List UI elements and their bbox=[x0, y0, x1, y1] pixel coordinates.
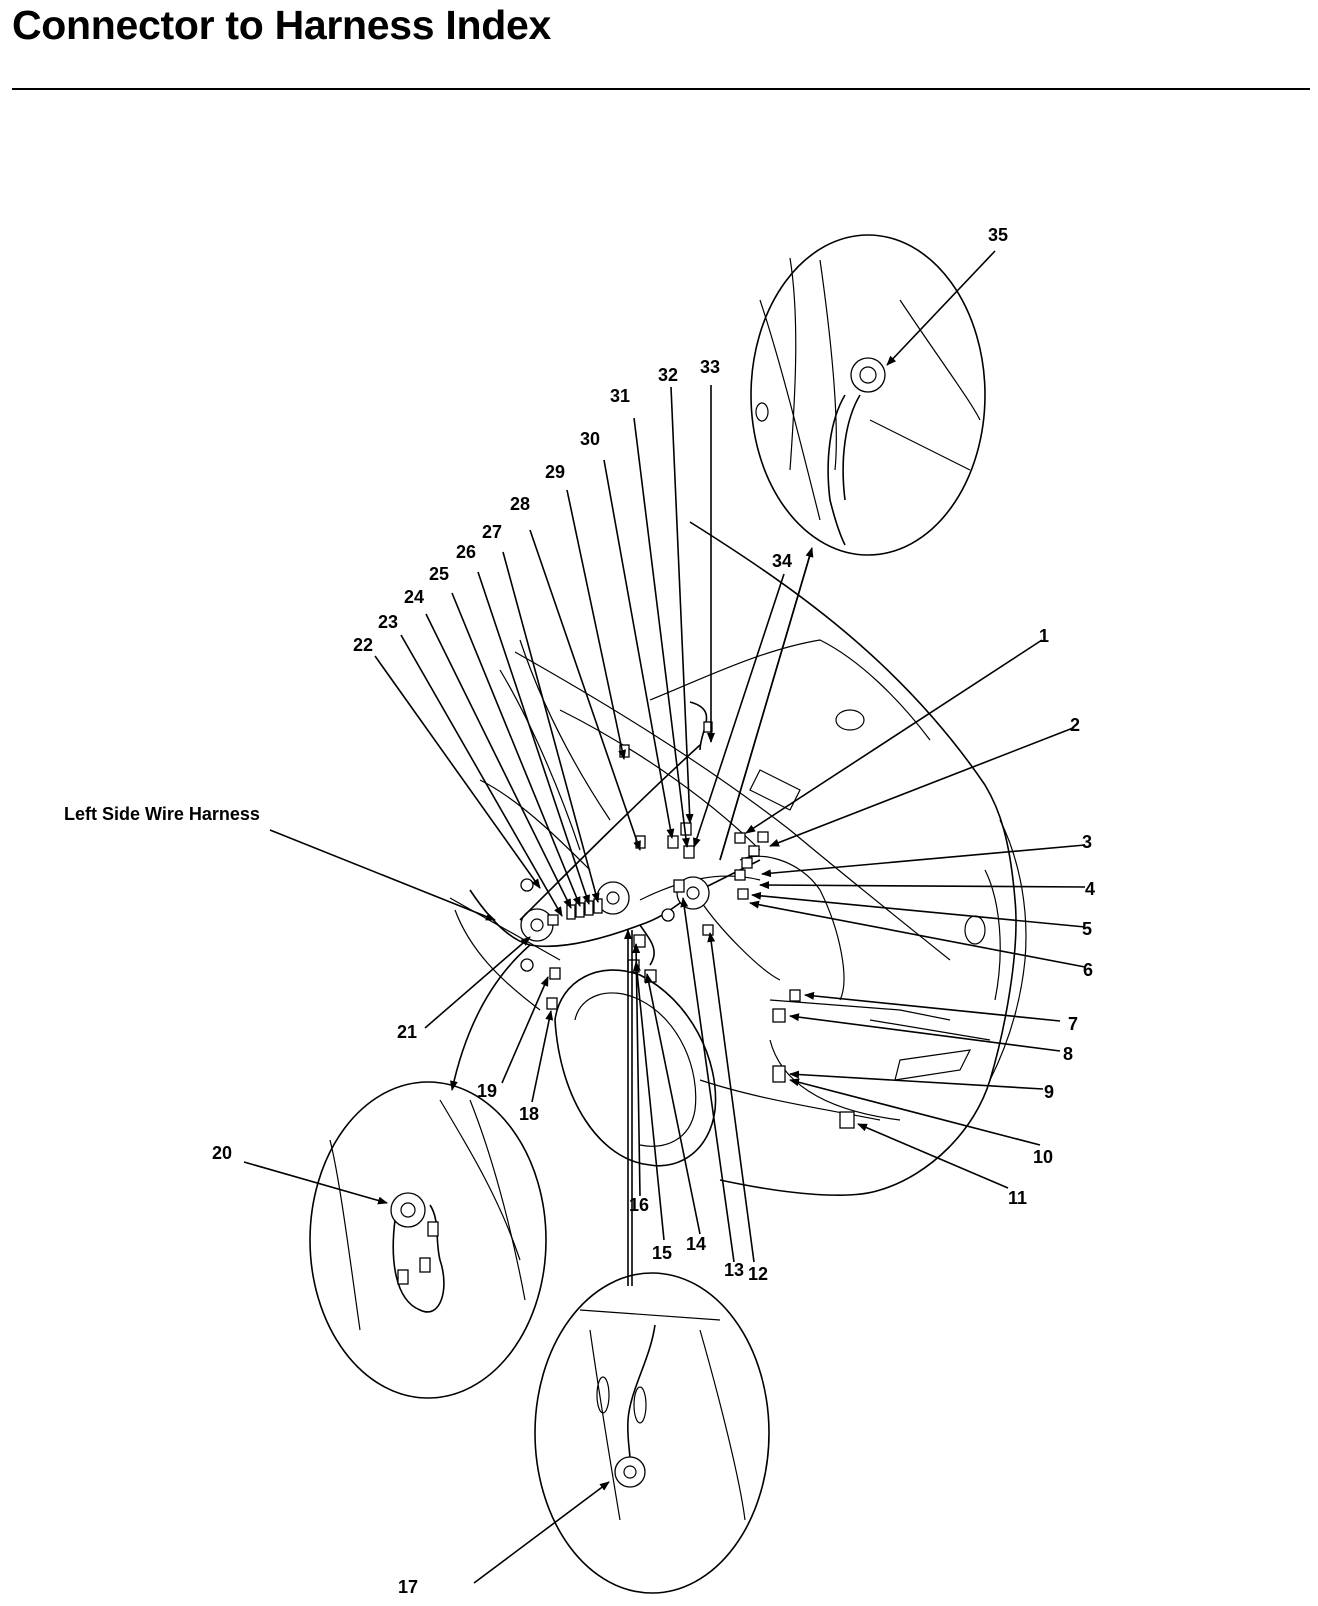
harness-label: Left Side Wire Harness bbox=[64, 804, 260, 824]
callout-13: 13 bbox=[724, 1260, 744, 1280]
page-title: Connector to Harness Index bbox=[12, 2, 551, 48]
callout-7: 7 bbox=[1068, 1014, 1078, 1034]
callout-8: 8 bbox=[1063, 1044, 1073, 1064]
callout-32: 32 bbox=[658, 365, 678, 385]
callout-14: 14 bbox=[686, 1234, 706, 1254]
callout-28: 28 bbox=[510, 494, 530, 514]
detail-view-35 bbox=[750, 234, 986, 556]
callout-26: 26 bbox=[456, 542, 476, 562]
callout-31: 31 bbox=[610, 386, 630, 406]
callout-6: 6 bbox=[1083, 960, 1093, 980]
callout-17: 17 bbox=[398, 1577, 418, 1597]
callout-25: 25 bbox=[429, 564, 449, 584]
callout-22: 22 bbox=[353, 635, 373, 655]
callout-33: 33 bbox=[700, 357, 720, 377]
callout-21: 21 bbox=[397, 1022, 417, 1042]
callout-16: 16 bbox=[629, 1195, 649, 1215]
callout-3: 3 bbox=[1082, 832, 1092, 852]
callout-29: 29 bbox=[545, 462, 565, 482]
callout-35: 35 bbox=[988, 225, 1008, 245]
callout-19: 19 bbox=[477, 1081, 497, 1101]
callout-18: 18 bbox=[519, 1104, 539, 1124]
callout-12: 12 bbox=[748, 1264, 768, 1284]
callout-10: 10 bbox=[1033, 1147, 1053, 1167]
callout-23: 23 bbox=[378, 612, 398, 632]
callout-30: 30 bbox=[580, 429, 600, 449]
callout-15: 15 bbox=[652, 1243, 672, 1263]
leader-lines bbox=[243, 250, 1086, 1584]
callout-34: 34 bbox=[772, 551, 792, 571]
callout-9: 9 bbox=[1044, 1082, 1054, 1102]
callout-1: 1 bbox=[1039, 626, 1049, 646]
detail-view-17 bbox=[534, 1272, 770, 1594]
detail-view-20 bbox=[309, 1081, 547, 1399]
callout-20: 20 bbox=[212, 1143, 232, 1163]
callout-27: 27 bbox=[482, 522, 502, 542]
callout-5: 5 bbox=[1082, 919, 1092, 939]
callout-11: 11 bbox=[1008, 1188, 1027, 1208]
title-divider bbox=[12, 88, 1310, 90]
callout-2: 2 bbox=[1070, 715, 1080, 735]
callout-4: 4 bbox=[1085, 879, 1095, 899]
callout-24: 24 bbox=[404, 587, 424, 607]
